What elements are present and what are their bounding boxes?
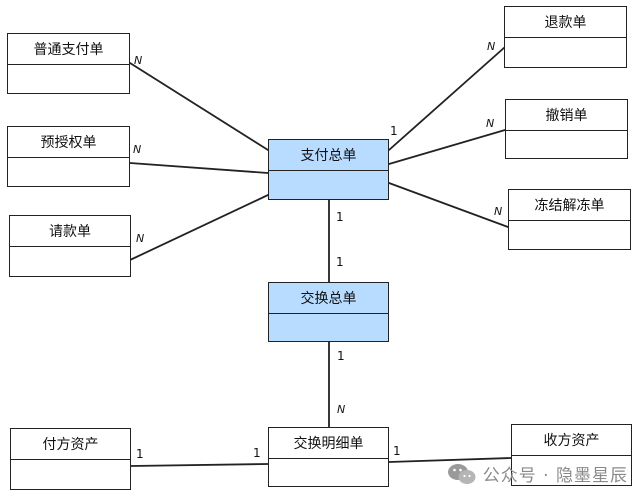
mult-freeze-n: N xyxy=(494,205,503,218)
entity-title: 交换总单 xyxy=(269,283,388,314)
line-freeze xyxy=(388,182,509,228)
wechat-icon xyxy=(447,462,477,486)
mult-detail-payer-1: 1 xyxy=(253,446,261,460)
line-detail-payee xyxy=(388,457,512,463)
entity-title: 交换明细单 xyxy=(269,428,388,459)
line-refund xyxy=(388,46,506,151)
entity-payer-asset: 付方资产 xyxy=(10,428,131,490)
entity-title: 请款单 xyxy=(10,216,130,247)
entity-title: 撤销单 xyxy=(506,100,627,131)
entity-title: 预授权单 xyxy=(8,127,129,158)
entity-cancel: 撤销单 xyxy=(505,99,628,159)
mult-detail-n: N xyxy=(337,403,346,416)
entity-title: 冻结解冻单 xyxy=(509,190,630,221)
entity-exchange-master: 交换总单 xyxy=(268,282,389,342)
entity-title: 退款单 xyxy=(505,7,626,38)
entity-freeze: 冻结解冻单 xyxy=(508,189,631,250)
line-request-payment xyxy=(129,194,269,261)
mult-payment-to-exchange-1: 1 xyxy=(336,210,344,224)
line-payer-detail xyxy=(130,463,269,467)
entity-title: 普通支付单 xyxy=(8,34,129,65)
mult-preauth-n: N xyxy=(133,143,142,156)
line-preauth xyxy=(129,162,269,174)
entity-refund: 退款单 xyxy=(504,6,627,68)
mult-normal-payment-n: N xyxy=(134,54,143,67)
mult-exchange-to-detail-1: 1 xyxy=(337,349,345,363)
entity-payment-master: 支付总单 xyxy=(268,139,389,200)
entity-title: 支付总单 xyxy=(269,140,388,171)
mult-request-payment-n: N xyxy=(136,232,145,245)
line-normal-payment xyxy=(129,62,269,151)
entity-request-payment: 请款单 xyxy=(9,215,131,277)
watermark-text: 公众号 · 隐墨星辰 xyxy=(482,466,628,486)
entity-title: 收方资产 xyxy=(512,425,631,456)
watermark: 公众号 · 隐墨星辰 xyxy=(447,461,628,486)
entity-exchange-detail: 交换明细单 xyxy=(268,427,389,487)
entity-normal-payment: 普通支付单 xyxy=(7,33,130,94)
mult-refund-n: N xyxy=(487,40,496,53)
mult-detail-payee-1: 1 xyxy=(393,444,401,458)
entity-preauth: 预授权单 xyxy=(7,126,130,187)
mult-cancel-n: N xyxy=(486,117,495,130)
mult-payment-master-1: 1 xyxy=(390,124,398,138)
line-cancel xyxy=(388,129,506,165)
mult-payer-asset-1: 1 xyxy=(136,447,144,461)
mult-exchange-from-payment-1: 1 xyxy=(336,255,344,269)
entity-title: 付方资产 xyxy=(11,429,130,460)
entity-payee-asset: 收方资产 xyxy=(511,424,632,486)
